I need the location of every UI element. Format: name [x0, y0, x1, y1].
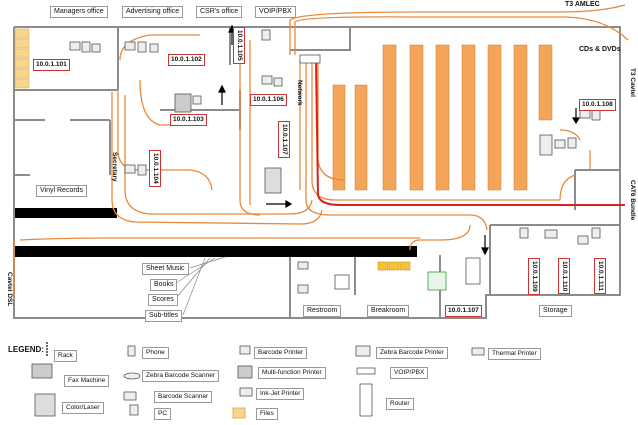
legend-zebra-barcode-scanner: Zebra Barcode Scanner	[142, 370, 220, 382]
label-advertising-office: Advertising office	[122, 6, 184, 18]
legend-barcode-printer: Barcode Printer	[254, 347, 308, 359]
label-storage: Storage	[539, 305, 572, 317]
label-sub-titles: Sub-titles	[145, 310, 183, 322]
legend-fax-machine: Fax Machine	[64, 375, 110, 387]
ip-10-0-1-107-breakroom: 10.0.1.107	[445, 305, 482, 317]
sheet-music-pointers	[175, 256, 226, 316]
legend-multifunction-printer: Multi-function Printer	[258, 367, 326, 379]
shelves-cds-dvds	[382, 44, 553, 191]
ip-10-0-1-109: 10.0.1.109	[528, 258, 540, 295]
label-sheet-music: Sheet Music	[142, 263, 189, 275]
ip-10-0-1-106: 10.0.1.106	[250, 94, 287, 106]
vinyl-rack-bar	[15, 208, 117, 218]
office-equipment	[69, 29, 601, 294]
ip-10-0-1-104: 10.0.1.104	[149, 150, 161, 187]
label-books: Books	[150, 279, 178, 291]
ip-10-0-1-101: 10.0.1.101	[33, 59, 70, 71]
legend-title: LEGEND:	[8, 345, 44, 354]
managers-files	[14, 28, 30, 89]
ip-10-0-1-107-network: 10.0.1.107	[278, 121, 290, 158]
label-cat6-bundle: CAT6 Bundle	[629, 180, 636, 221]
breakroom-tables	[377, 261, 411, 271]
legend-rack: Rack	[54, 350, 77, 362]
legend-inkjet-printer: Ink-Jet Printer	[256, 388, 305, 400]
label-secretary: Secretary	[111, 152, 118, 182]
ip-10-0-1-108: 10.0.1.108	[579, 99, 616, 111]
legend-pc: PC	[154, 408, 172, 420]
legend-thermal-printer: Thermal Printer	[488, 348, 541, 360]
ip-10-0-1-111: 10.0.1.111	[594, 258, 606, 295]
label-managers-office: Managers office	[50, 6, 108, 18]
label-breakroom: Breakroom	[367, 305, 410, 317]
legend-barcode-scanner: Barcode Scanner	[154, 391, 213, 403]
legend-color-laser: Color/Laser	[62, 402, 104, 414]
cat6-red-cable	[315, 61, 625, 206]
label-scores: Scores	[148, 294, 178, 306]
label-t3-amlec: T3 AMLEC	[565, 1, 600, 8]
legend-phone: Phone	[142, 347, 169, 359]
label-vinyl-records: Vinyl Records	[36, 185, 88, 197]
sheet-music-rack-bar	[15, 246, 417, 257]
label-csr-office: CSR's office	[196, 6, 243, 18]
label-network: Network	[296, 80, 303, 106]
legend-router: Router	[386, 398, 414, 410]
legend-files: Files	[256, 408, 278, 420]
label-restroom: Restroom	[303, 305, 342, 317]
label-t3-cavtel: T3 Cavtel	[629, 68, 636, 97]
legend-icons	[31, 342, 485, 419]
legend-zebra-barcode-printer: Zebra Barcode Printer	[376, 347, 448, 359]
label-cds-dvds: CDs & DVDs	[579, 46, 621, 53]
ip-10-0-1-102: 10.0.1.102	[168, 54, 205, 66]
ip-10-0-1-103: 10.0.1.103	[170, 114, 207, 126]
ip-10-0-1-110: 10.0.1.110	[558, 258, 570, 295]
ip-10-0-1-105: 10.0.1.105	[233, 27, 245, 64]
legend-voip-pbx: VOIP/PBX	[390, 367, 429, 379]
shelves-vinyl	[332, 84, 368, 191]
label-voip-pbx: VOIP/PBX	[255, 6, 296, 18]
label-cavtel-dsl: Cavtel DSL	[6, 272, 13, 307]
